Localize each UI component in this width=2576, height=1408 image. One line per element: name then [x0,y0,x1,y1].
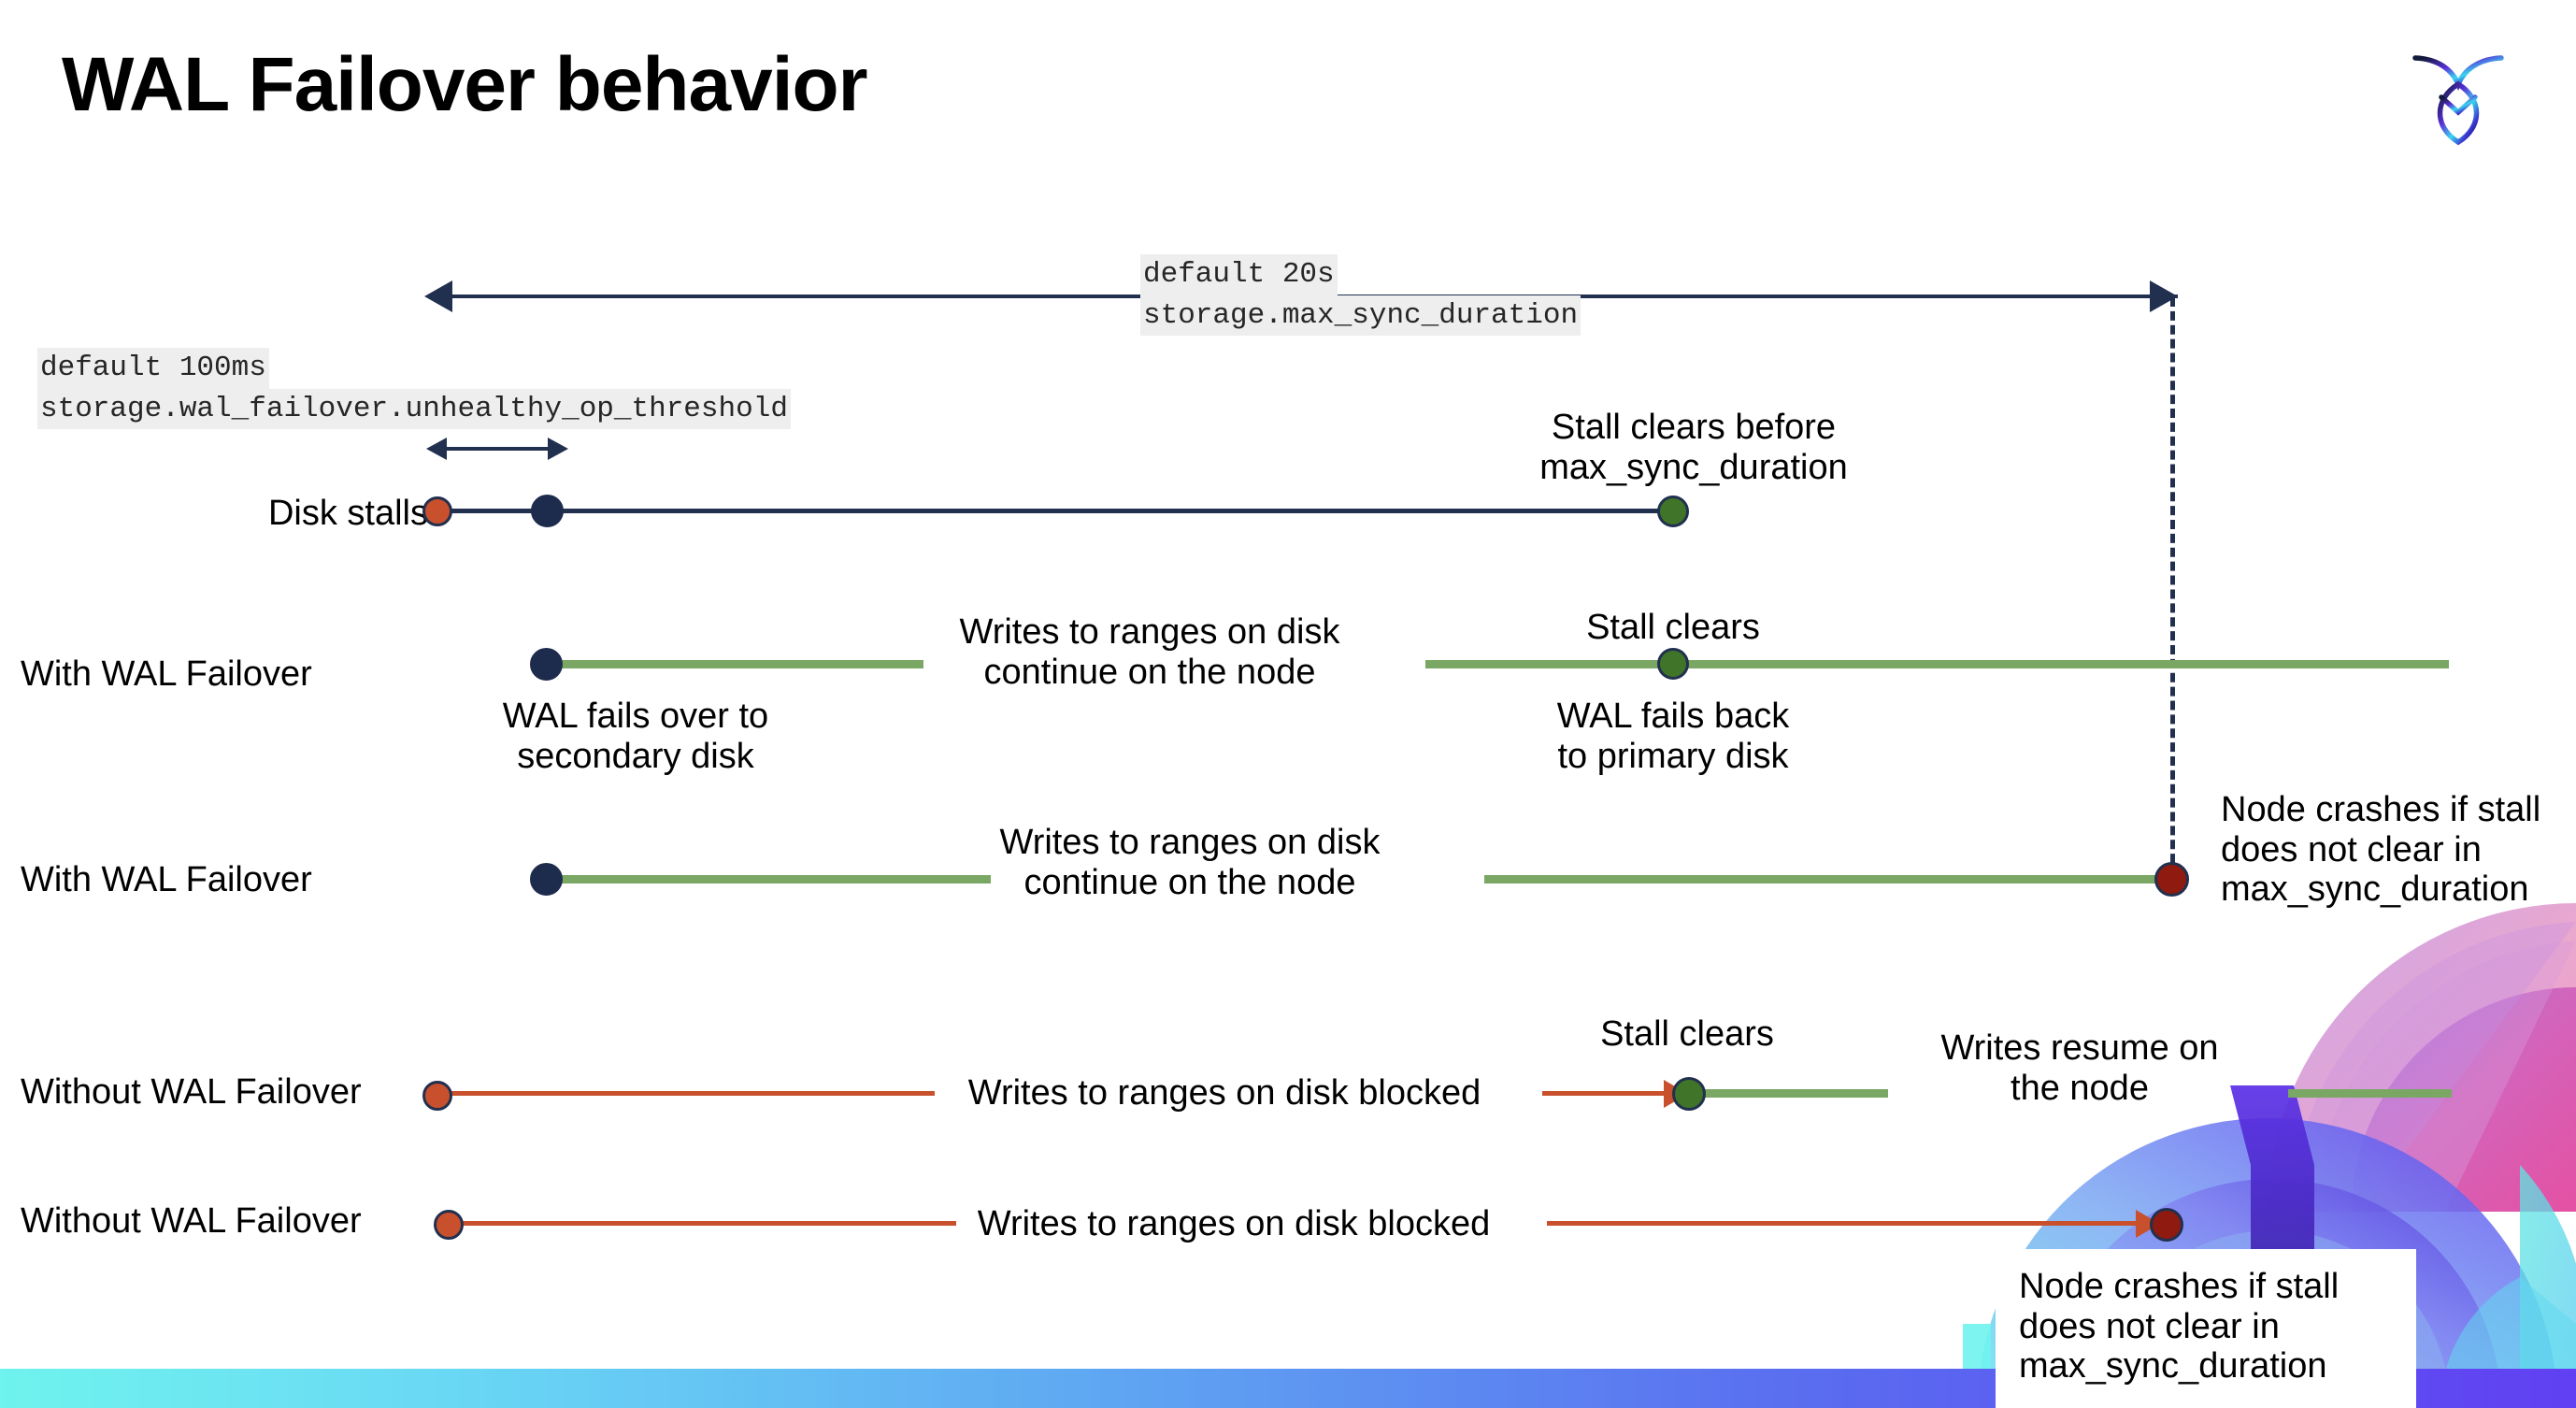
without-failover-1-blocked-line-b [1542,1091,1670,1096]
max-sync-arrow-left-icon [424,280,452,312]
with-failover-2-writes-continue-note: Writes to ranges on disk continue on the… [999,823,1381,902]
without-failover-2-blocked-line-a [458,1221,956,1226]
without-failover-2-blocked-line-b [1547,1221,2154,1226]
unhealthy-arrow-right-icon [548,438,568,460]
with-failover-2-node-crashes-note: Node crashes if stall does not clear in … [2221,790,2541,910]
row-label-disk-stalls: Disk stalls [267,494,428,533]
max-sync-duration-annotation: default 20s storage.max_sync_duration [1140,254,1581,337]
row-label-without-wal-failover-1: Without WAL Failover [21,1072,362,1112]
unhealthy-op-threshold-annotation: default 100ms storage.wal_failover.unhea… [37,348,791,430]
with-failover-2-segment-right [1484,875,2171,884]
row-label-with-wal-failover-2: With WAL Failover [21,860,312,899]
with-failover-1-writes-continue-note: Writes to ranges on disk continue on the… [959,612,1340,692]
row-label-without-wal-failover-2: Without WAL Failover [21,1201,362,1241]
with-failover-1-stall-clears-note: Stall clears [1586,608,1760,647]
unhealthy-arrow-left-icon [426,438,447,460]
without-failover-1-blocked-line-a [449,1091,935,1096]
without-failover-1-resume-line [1699,1089,1888,1098]
without-failover-2-node-crashes-note: Node crashes if stall does not clear in … [2019,1267,2340,1386]
without-failover-2-start-dot [434,1210,464,1240]
with-failover-1-segment-right [1425,660,2449,668]
disk-stall-start-dot [422,496,452,526]
stall-clears-before-max-sync-note: Stall clears before max_sync_duration [1539,408,1848,487]
without-failover-2-blocked-note: Writes to ranges on disk blocked [977,1204,1491,1243]
without-failover-1-blocked-note: Writes to ranges on disk blocked [967,1073,1481,1113]
row-label-with-wal-failover-1: With WAL Failover [21,654,312,694]
with-failover-2-start-dot [530,863,563,896]
disk-stall-failover-dot [531,495,564,527]
wal-fails-over-note: WAL fails over to secondary disk [502,697,769,776]
max-sync-default-text: default 20s [1140,254,1338,295]
max-sync-setting-text: storage.max_sync_duration [1140,295,1581,337]
without-failover-1-clear-dot [1672,1077,1706,1111]
node-crash-callout-box [1996,1249,2416,1408]
with-failover-1-segment-left [542,660,923,668]
with-failover-2-segment-left [542,875,991,884]
unhealthy-threshold-span-line [439,447,551,451]
without-failover-2-crash-dot [2150,1208,2183,1242]
with-failover-1-start-dot [530,648,563,681]
unhealthy-default-text: default 100ms [37,348,269,389]
with-failover-2-crash-dot [2154,862,2189,897]
cockroach-labs-logo-icon [2402,36,2514,152]
unhealthy-setting-text: storage.wal_failover.unhealthy_op_thresh… [37,388,791,430]
with-failover-1-clear-dot [1657,648,1689,680]
without-failover-1-stall-clears-note: Stall clears [1600,1014,1774,1054]
page-title: WAL Failover behavior [62,42,868,127]
disk-stalls-timeline [439,509,1673,513]
without-failover-1-resume-line-far [2288,1089,2452,1098]
without-failover-1-writes-resume-note: Writes resume on the node [1940,1028,2219,1108]
wal-fails-back-note: WAL fails back to primary disk [1556,697,1790,776]
disk-stall-clear-dot [1657,496,1689,527]
max-sync-duration-dashed-line [2170,297,2175,877]
without-failover-1-start-dot [422,1081,452,1111]
